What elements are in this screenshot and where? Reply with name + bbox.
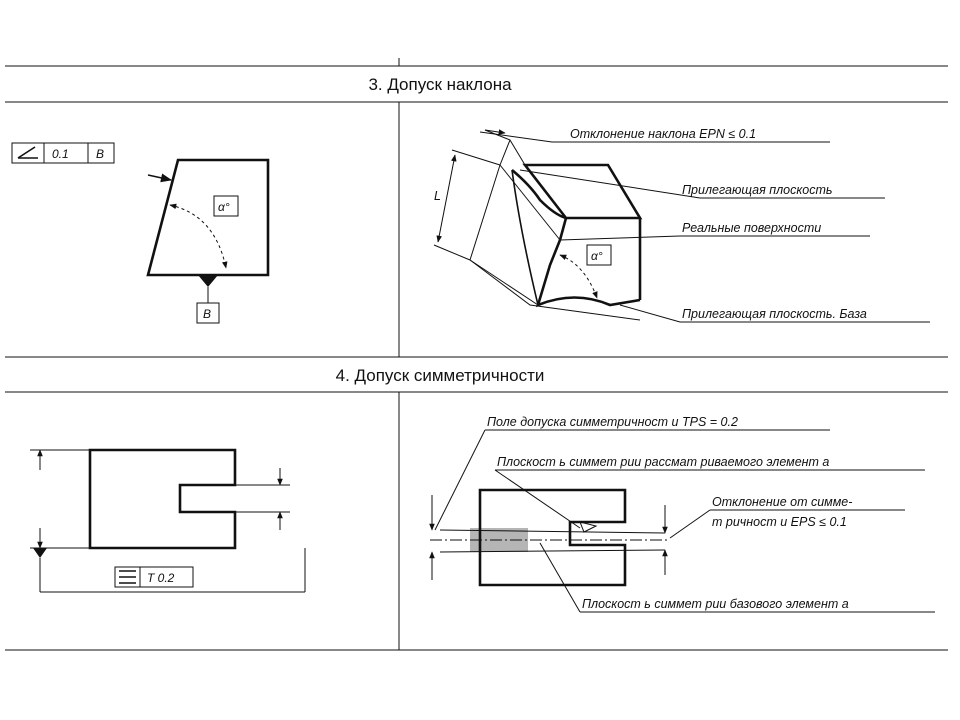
label-tolerance-zone: Поле допуска симметричност и TPS = 0.2 xyxy=(487,415,738,429)
feature-control-frame xyxy=(11,142,115,164)
angularity-illustration: L α° Отклонение наклона EPN ≤ 0.1 Прилег… xyxy=(433,127,930,323)
block-top xyxy=(522,163,643,220)
symmetry-icon xyxy=(119,570,136,584)
frame-tolerance: 0.1 xyxy=(52,147,69,161)
angle-label: α° xyxy=(218,200,230,214)
label-deviation-epn: Отклонение наклона EPN ≤ 0.1 xyxy=(570,127,756,141)
dimension-l: L xyxy=(434,189,441,203)
symmetry-illustration: Поле допуска симметричност и TPS = 0.2 П… xyxy=(429,415,935,613)
angle-label-3d: α° xyxy=(591,249,603,263)
label-plane-considered: Плоскост ь симмет рии рассмат риваемого … xyxy=(497,455,829,469)
angularity-drawing: 0.1 B α° B xyxy=(11,142,270,324)
frame-datum: B xyxy=(96,147,104,161)
angularity-icon xyxy=(17,146,38,159)
datum-letter: B xyxy=(203,307,211,321)
slotted-part-real xyxy=(478,488,627,587)
table-grid xyxy=(5,58,948,651)
label-real-surfaces: Реальные поверхности xyxy=(682,221,821,235)
symmetry-frame xyxy=(114,566,194,588)
angle-box-3d xyxy=(586,244,612,266)
inclined-part xyxy=(146,158,270,277)
label-deviation-eps-2: т ричност и EPS ≤ 0.1 xyxy=(712,515,847,529)
label-adjacent-plane-base: Прилегающая плоскость. База xyxy=(682,307,867,321)
datum-box xyxy=(196,302,220,324)
slotted-part xyxy=(88,448,237,550)
angle-box xyxy=(213,195,239,217)
label-deviation-eps-1: Отклонение от симме- xyxy=(712,495,852,509)
label-adjacent-plane: Прилегающая плоскость xyxy=(682,183,832,197)
symmetry-drawing: T 0.2 xyxy=(30,448,306,593)
symmetry-tolerance: T 0.2 xyxy=(147,571,175,585)
section-title-angularity: 3. Допуск наклона xyxy=(368,75,512,94)
label-plane-base: Плоскост ь симмет рии базового элемент а xyxy=(582,597,849,611)
section-title-symmetry: 4. Допуск симметричности xyxy=(336,366,545,385)
